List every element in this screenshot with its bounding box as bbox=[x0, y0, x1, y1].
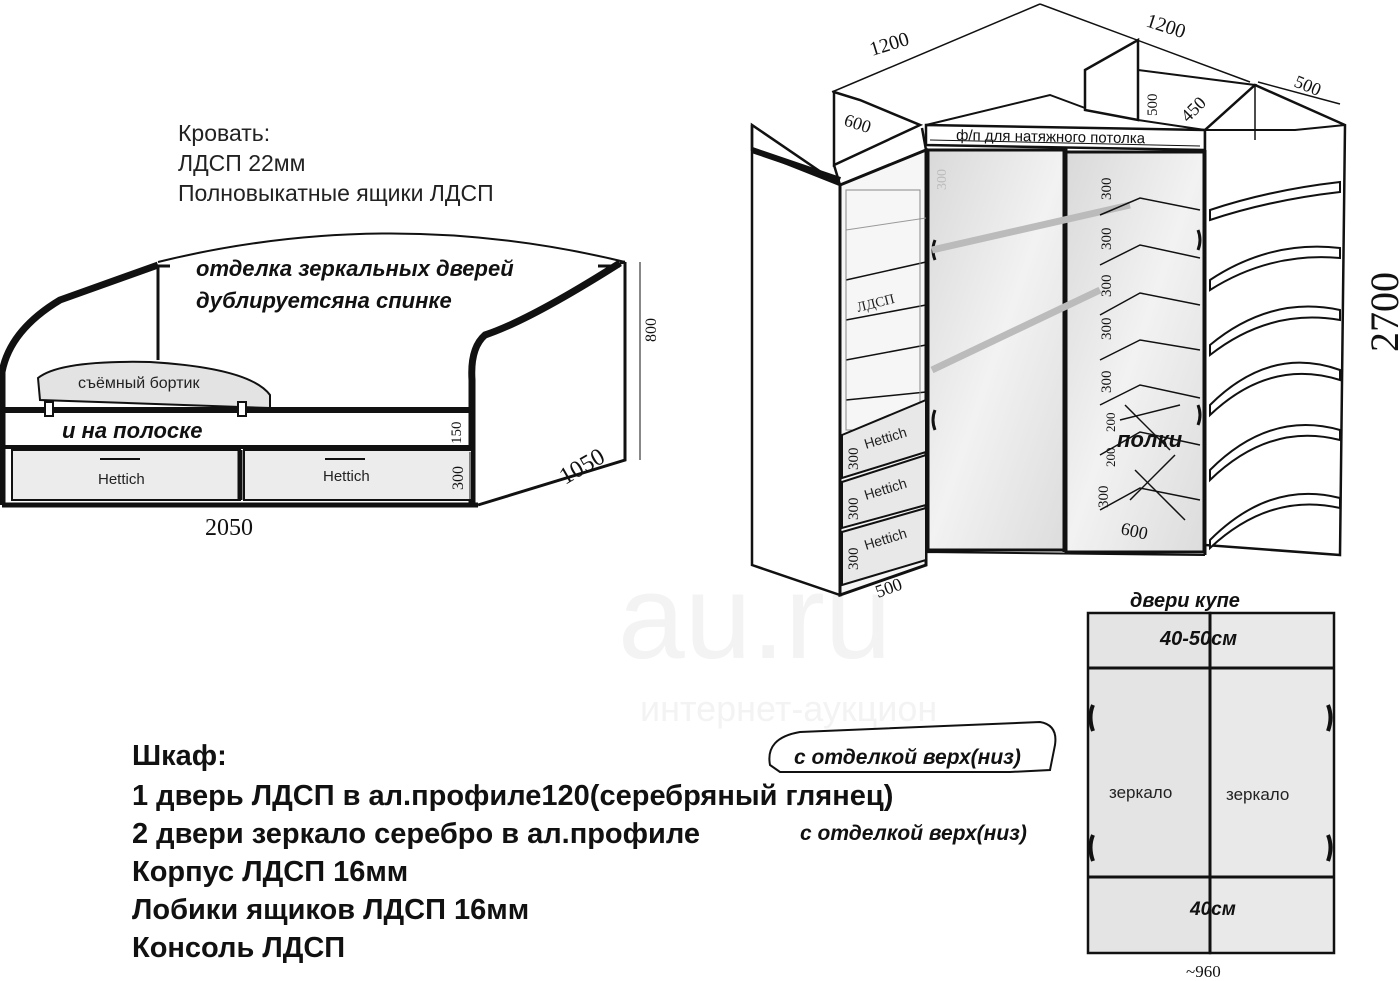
wardrobe-right-col-300-bottom: 300 bbox=[1096, 486, 1112, 509]
bed-note-line2: дублируетсяна спинке bbox=[196, 288, 452, 313]
wardrobe-specs-line2-note: с отделкой верх(низ) bbox=[800, 822, 1027, 845]
wardrobe-dim-height: 2700 bbox=[1362, 272, 1400, 352]
doors-width: ~960 bbox=[1186, 962, 1221, 981]
wardrobe-dim-right-console: 500 bbox=[1292, 71, 1325, 100]
bed-dim-top-strip: 150 bbox=[449, 422, 465, 445]
wardrobe-ceiling-strip-label: ф/п для натяжного потолка bbox=[956, 127, 1146, 147]
wardrobe-right-col-200a: 200 bbox=[1103, 413, 1118, 433]
wardrobe-dim-left-top: 1200 bbox=[867, 28, 912, 61]
wardrobe-specs-line2: 2 двери зеркало серебро в ал.профиле bbox=[132, 818, 701, 850]
wardrobe-specs-heading: Шкаф: bbox=[132, 740, 227, 772]
wardrobe-right-col-dim-1: 300 bbox=[1099, 178, 1115, 201]
wardrobe-right-col-200b: 200 bbox=[1103, 448, 1118, 468]
bed-removable-side-label: съёмный бортик bbox=[78, 375, 200, 392]
wardrobe-specs-line5: Консоль ЛДСП bbox=[132, 932, 346, 964]
sliding-doors-drawing bbox=[1086, 611, 1336, 955]
bed-title: Кровать: bbox=[178, 120, 271, 146]
bed-drawers-info: Полновыкатные ящики ЛДСП bbox=[178, 180, 494, 206]
bed-dim-depth: 1050 bbox=[555, 444, 610, 491]
wardrobe-right-col-dim-4: 300 bbox=[1099, 318, 1115, 341]
doors-right-panel-label: зеркало bbox=[1226, 785, 1289, 804]
doors-top-band: 40-50см bbox=[1159, 628, 1237, 650]
wardrobe-dim-inner-450: 450 bbox=[1177, 93, 1210, 126]
wardrobe-specs-line3: Корпус ЛДСП 16мм bbox=[132, 856, 409, 888]
wardrobe-dim-inner-500: 500 bbox=[1145, 94, 1161, 117]
doors-bottom-band: 40см bbox=[1189, 899, 1236, 920]
bed-dim-drawer: 300 bbox=[450, 466, 467, 490]
bed-dim-width: 2050 bbox=[205, 515, 253, 541]
wardrobe-right-col-dim-2: 300 bbox=[1099, 228, 1115, 251]
bed-dim-height: 800 bbox=[643, 318, 660, 342]
wardrobe-drawer-2-dim: 300 bbox=[846, 498, 862, 521]
bed-drawer-right-brand: Hettich bbox=[323, 468, 370, 485]
wardrobe-specs-line4: Лобики ящиков ЛДСП 16мм bbox=[132, 894, 530, 926]
callout-bubble bbox=[768, 720, 1057, 773]
bed-on-shelf-label: и на полоске bbox=[62, 418, 203, 443]
watermark-caption: интернет-аукцион bbox=[640, 688, 938, 729]
bed-drawer-left-brand: Hettich bbox=[98, 471, 145, 488]
doors-left-panel-label: зеркало bbox=[1109, 783, 1172, 802]
wardrobe-dim-right-top: 1200 bbox=[1143, 10, 1188, 43]
wardrobe-drawing bbox=[750, 3, 1347, 598]
doors-title: двери купе bbox=[1130, 590, 1240, 612]
bed-drawing bbox=[0, 232, 641, 508]
wardrobe-right-col-dim-3: 300 bbox=[1099, 275, 1115, 298]
wardrobe-drawer-1-dim: 300 bbox=[846, 448, 862, 471]
bed-note-line1: отделка зеркальных дверей bbox=[196, 256, 514, 281]
wardrobe-right-col-dim-5: 300 bbox=[1099, 371, 1115, 394]
bed-material: ЛДСП 22мм bbox=[178, 150, 306, 176]
wardrobe-specs-callout: с отделкой верх(низ) bbox=[794, 746, 1021, 769]
wardrobe-shelf-300-left: 300 bbox=[935, 169, 950, 190]
wardrobe-shelves-note: полки bbox=[1117, 427, 1183, 452]
wardrobe-specs-line1: 1 дверь ЛДСП в ал.профиле120(серебряный … bbox=[132, 780, 894, 812]
wardrobe-drawer-3-dim: 300 bbox=[846, 548, 862, 571]
